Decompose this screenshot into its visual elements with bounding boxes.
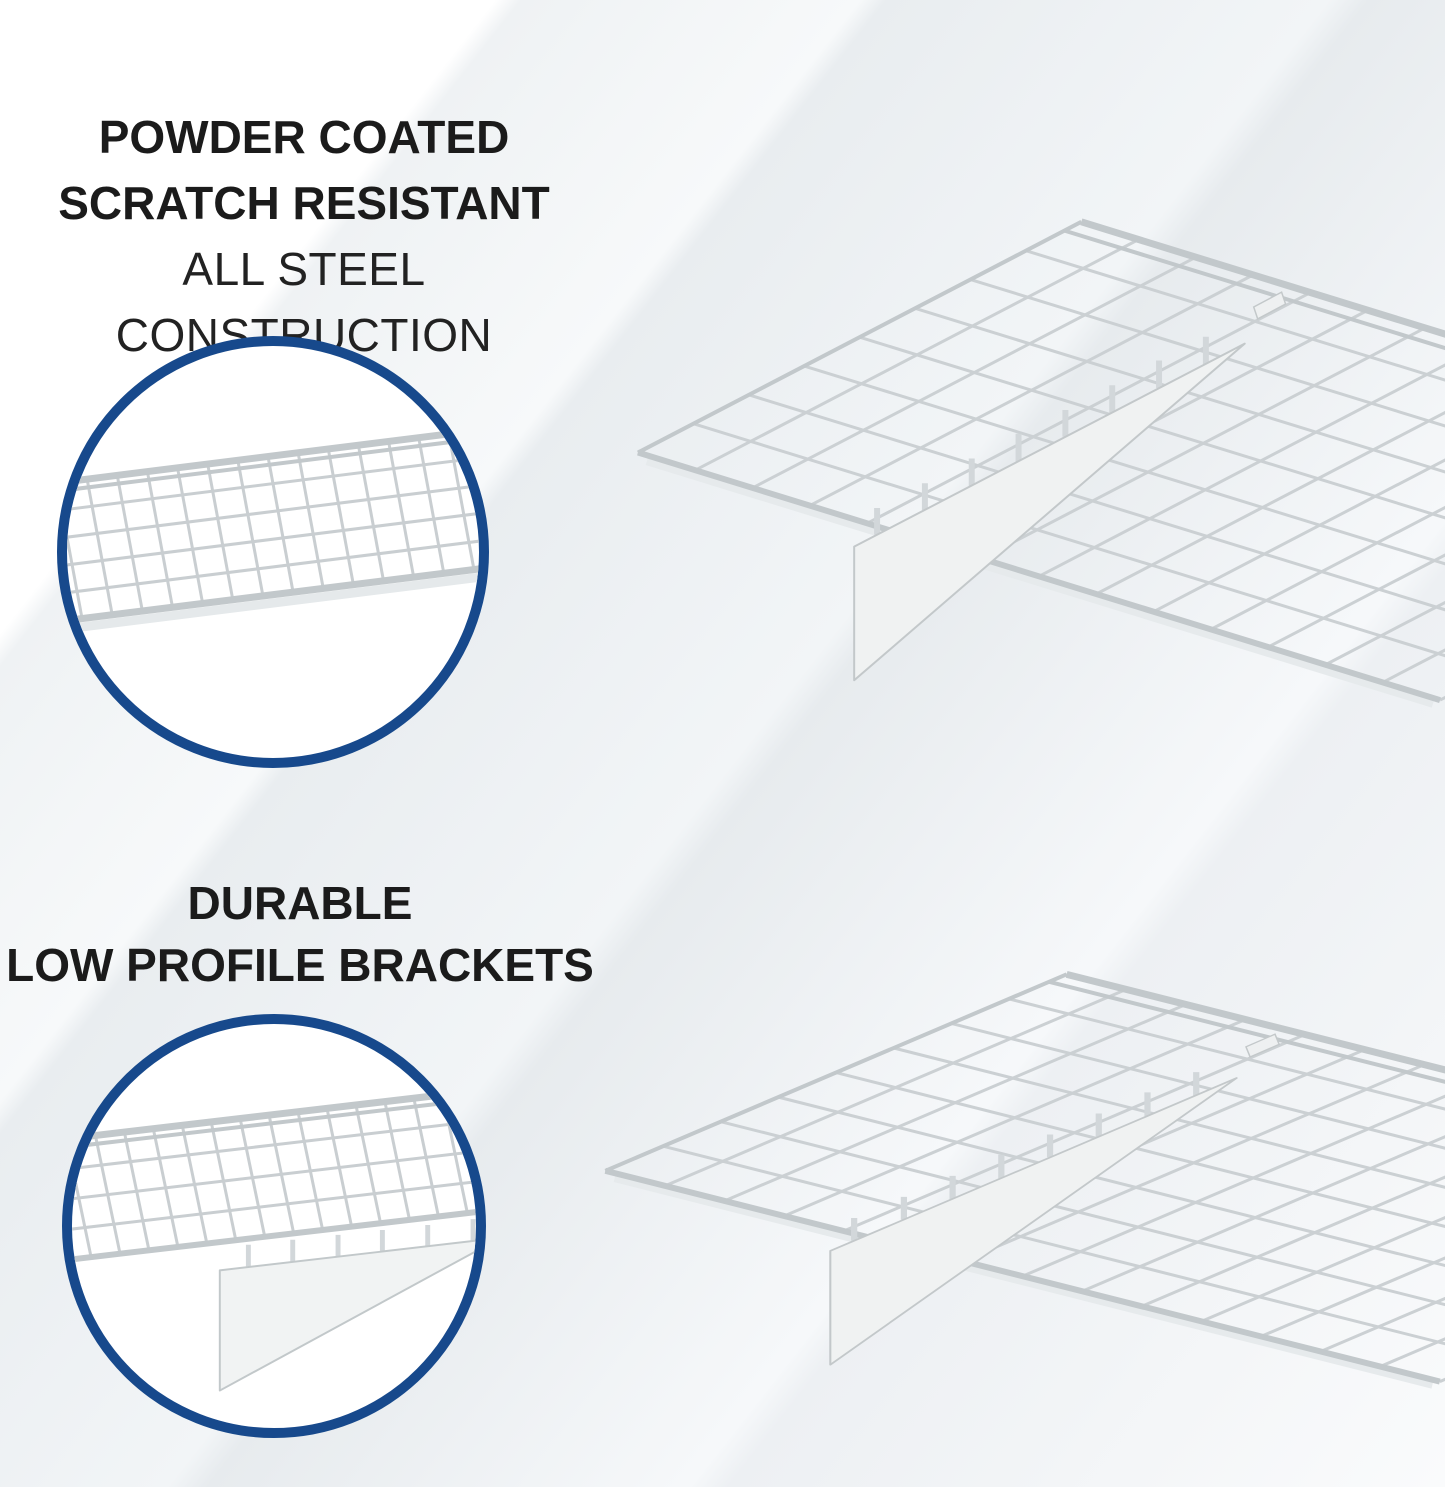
bracket-closeup-inset — [62, 1014, 486, 1438]
coating-line-2: SCRATCH RESISTANT — [58, 177, 550, 229]
coating-callout: POWDER COATED SCRATCH RESISTANT ALL STEE… — [4, 104, 604, 368]
brackets-line-1: DURABLE — [187, 877, 413, 929]
brackets-callout: DURABLE LOW PROFILE BRACKETS — [0, 872, 600, 996]
coating-line-3: ALL STEEL CONSTRUCTION — [115, 243, 493, 361]
wire-shelf-photo-bottom — [595, 960, 1445, 1390]
wire-mesh-closeup-image — [67, 346, 479, 758]
bracket-closeup-image — [72, 1024, 476, 1428]
coating-line-1: POWDER COATED — [98, 111, 510, 163]
wire-shelf-photo-top — [628, 205, 1445, 710]
brackets-line-2: LOW PROFILE BRACKETS — [6, 939, 594, 991]
mesh-closeup-inset — [57, 336, 489, 768]
